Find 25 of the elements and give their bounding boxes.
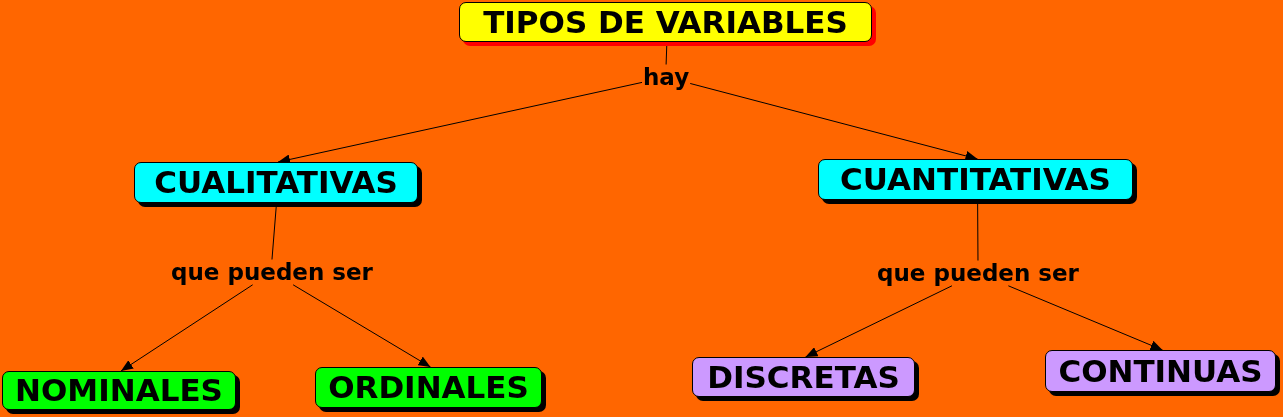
concept-label: DISCRETAS (706, 357, 901, 397)
concept-box (818, 159, 1137, 204)
concept-box (692, 357, 919, 401)
concept-label: NOMINALES (14, 371, 224, 410)
concept-label: TIPOS DE VARIABLES (482, 2, 849, 42)
concept-label: ORDINALES (327, 368, 530, 407)
arrow (1007, 285, 1163, 351)
concept-box (1045, 350, 1280, 396)
concept-box (134, 162, 422, 207)
connector-line (977, 203, 979, 261)
arrow (805, 285, 953, 358)
connector-line (271, 206, 277, 260)
concept-label: CUALITATIVAS (153, 163, 399, 202)
linking-phrase: hay (642, 64, 691, 90)
concept-box (315, 367, 546, 412)
linking-phrase: que pueden ser (170, 259, 374, 285)
concept-box (459, 2, 876, 46)
arrow (120, 284, 254, 372)
concept-label: CONTINUAS (1057, 351, 1264, 391)
connector-line (665, 45, 668, 65)
linking-phrase: que pueden ser (876, 260, 1080, 286)
arrow (292, 284, 431, 368)
arrow (689, 83, 978, 161)
concept-label: CUANTITATIVAS (839, 160, 1112, 199)
concept-box (2, 371, 240, 414)
